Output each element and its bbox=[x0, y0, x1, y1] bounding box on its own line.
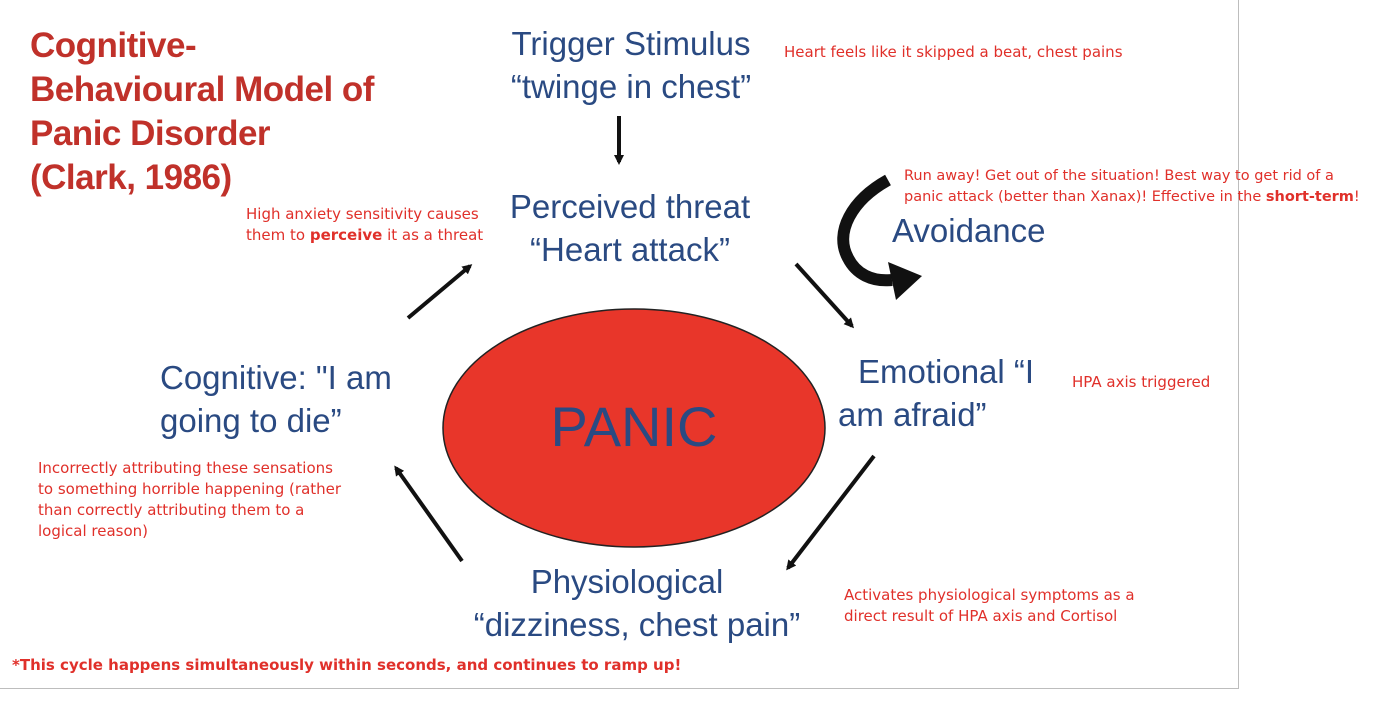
node-line: Trigger Stimulus bbox=[511, 25, 751, 62]
node-trigger-stimulus: Trigger Stimulus “twinge in chest” bbox=[496, 22, 766, 108]
note-cognitive: Incorrectly attributing these sensations… bbox=[38, 458, 341, 542]
note-physiological: Activates physiological symptoms as a di… bbox=[844, 585, 1135, 627]
note-line: direct result of HPA axis and Cortisol bbox=[844, 607, 1118, 625]
note-line: Incorrectly attributing these sensations bbox=[38, 459, 333, 477]
note-line: than correctly attributing them to a bbox=[38, 501, 305, 519]
node-line: am afraid” bbox=[838, 396, 987, 433]
panic-ellipse bbox=[442, 308, 826, 548]
node-line: Cognitive: "I am bbox=[160, 359, 392, 396]
note-text: ! bbox=[1353, 189, 1360, 205]
title-line: Cognitive- bbox=[30, 26, 197, 65]
node-line: Physiological bbox=[530, 563, 724, 600]
node-line: going to die” bbox=[160, 402, 342, 439]
node-line: Perceived threat bbox=[509, 188, 751, 225]
node-line: Emotional “I bbox=[858, 353, 1035, 390]
slide-border-bottom bbox=[0, 688, 1239, 689]
diagram-title: Cognitive- Behavioural Model of Panic Di… bbox=[30, 24, 450, 200]
title-line: Panic Disorder bbox=[30, 114, 271, 153]
note-perceived: High anxiety sensitivity causes them to … bbox=[246, 204, 483, 246]
arrow-perceived-to-emotional bbox=[794, 262, 855, 329]
note-emphasis: perceive bbox=[309, 226, 383, 244]
node-perceived-threat: Perceived threat “Heart attack” bbox=[490, 185, 770, 271]
note-line: them to perceive it as a threat bbox=[246, 225, 483, 246]
node-line: “twinge in chest” bbox=[510, 68, 752, 105]
note-text: them to bbox=[246, 226, 310, 244]
note-emotional: HPA axis triggered bbox=[1072, 373, 1211, 391]
note-text: it as a threat bbox=[382, 226, 484, 244]
node-physiological: Physiological “dizziness, chest pain” bbox=[452, 560, 822, 646]
arrow-physiological-to-cognitive bbox=[394, 465, 464, 563]
node-line: “dizziness, chest pain” bbox=[473, 606, 801, 643]
note-emphasis: short-term bbox=[1265, 189, 1354, 205]
note-avoidance: Run away! Get out of the situation! Best… bbox=[904, 166, 1360, 208]
note-line: High anxiety sensitivity causes bbox=[246, 205, 479, 223]
node-line: “Heart attack” bbox=[530, 231, 730, 268]
node-cognitive: Cognitive: "I am going to die” bbox=[160, 356, 392, 442]
node-avoidance: Avoidance bbox=[892, 212, 1046, 249]
note-trigger: Heart feels like it skipped a beat, ches… bbox=[784, 43, 1123, 61]
note-line: to something horrible happening (rather bbox=[38, 480, 342, 498]
note-text: panic attack (better than Xanax)! Effect… bbox=[904, 189, 1266, 205]
note-line: Run away! Get out of the situation! Best… bbox=[904, 168, 1334, 184]
title-line: Behavioural Model of bbox=[30, 70, 374, 109]
title-line: (Clark, 1986) bbox=[30, 158, 232, 197]
note-line: panic attack (better than Xanax)! Effect… bbox=[904, 187, 1360, 208]
note-line: Activates physiological symptoms as a bbox=[844, 586, 1135, 604]
avoidance-curved-arrow bbox=[837, 174, 922, 300]
footnote: *This cycle happens simultaneously withi… bbox=[12, 656, 682, 674]
node-emotional: Emotional “I am afraid” bbox=[838, 350, 1034, 436]
note-line: logical reason) bbox=[38, 522, 149, 540]
arrow-cognitive-to-perceived bbox=[406, 264, 473, 320]
arrow-emotional-to-physiological bbox=[786, 454, 876, 571]
slide-border-right bbox=[1238, 0, 1239, 689]
panic-label: PANIC bbox=[550, 395, 718, 458]
